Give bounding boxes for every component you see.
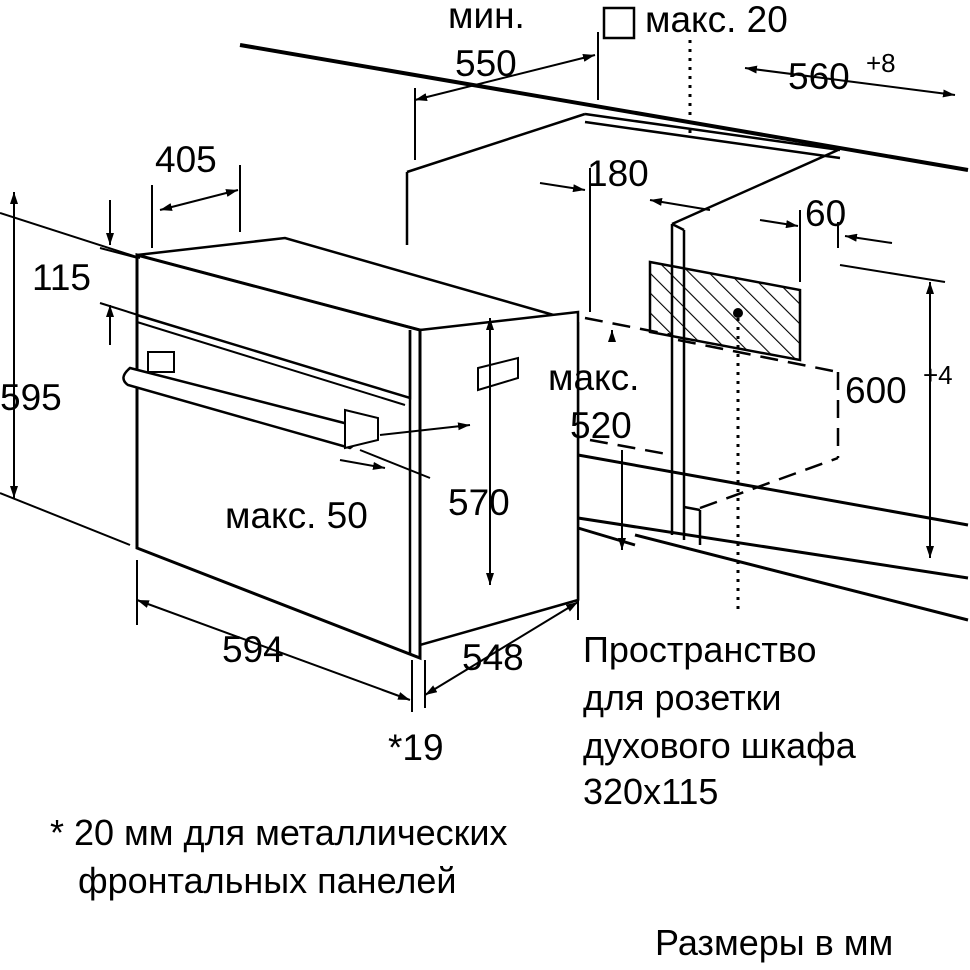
dim-19: *19: [388, 727, 444, 768]
units-note: Размеры в мм: [655, 922, 893, 963]
oven-handle: [122, 351, 379, 450]
dim-520: 520: [570, 405, 632, 446]
dim-560-sup: +8: [866, 48, 896, 78]
dim-60: 60: [805, 193, 846, 234]
dim-180: 180: [587, 153, 649, 194]
dim-550: 550: [455, 43, 517, 84]
dim-405: 405: [155, 139, 217, 180]
dimension-lines: [0, 32, 956, 712]
dim-594: 594: [222, 629, 284, 670]
oven: [135, 236, 580, 661]
socket-note-line1: Пространство: [583, 629, 817, 670]
dim-570: 570: [448, 482, 510, 523]
dim-115: 115: [32, 257, 91, 298]
footnote-line2: фронтальных панелей: [78, 860, 457, 901]
countertop: [239, 43, 969, 172]
dim-max50: макс. 50: [225, 495, 368, 536]
footnote-line1: * 20 мм для металлических: [50, 812, 508, 853]
dim-600: 600: [845, 370, 907, 411]
max20-square-icon: [602, 6, 636, 40]
dim-595: 595: [0, 377, 62, 418]
min-label: мин.: [448, 0, 525, 36]
socket-area: [648, 260, 802, 612]
dim-548: 548: [462, 637, 524, 678]
socket-note-line3: духового шкафа: [583, 725, 857, 766]
dim-560: 560: [788, 56, 850, 97]
socket-note-line2: для розетки: [583, 677, 781, 718]
max-label: макс.: [548, 357, 639, 398]
dim-600-sup: +4: [923, 360, 953, 390]
socket-note-line4: 320x115: [583, 771, 718, 812]
dim-max20: макс. 20: [645, 0, 788, 40]
